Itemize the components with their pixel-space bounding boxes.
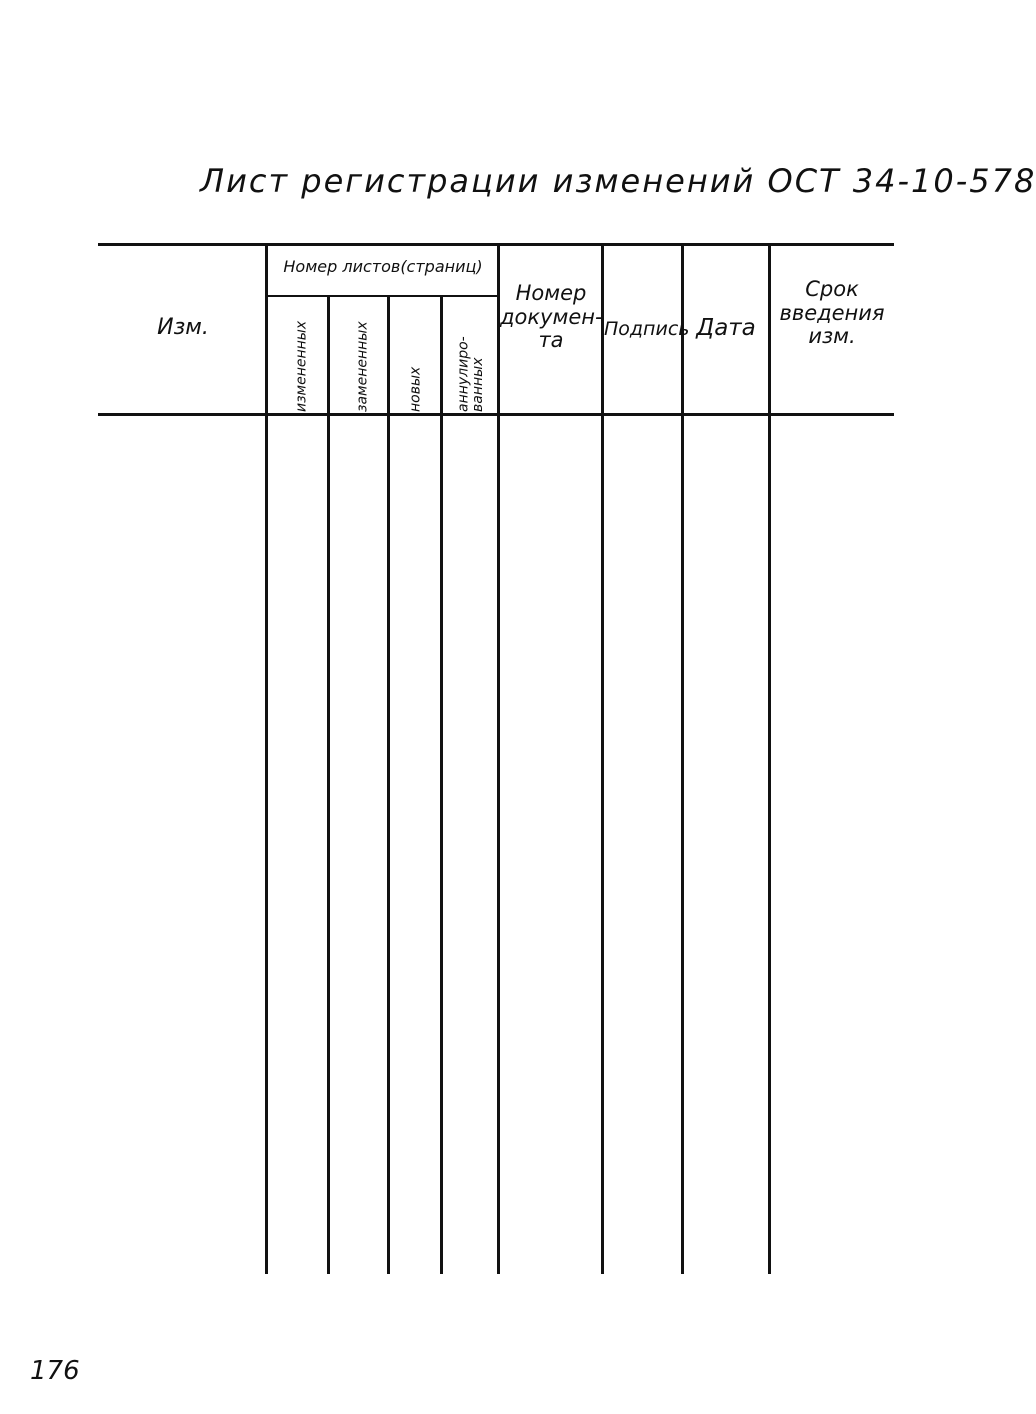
column-divider	[265, 245, 268, 1274]
column-divider	[768, 245, 771, 1274]
header-sheet-numbers-group: Номер листов(страниц)	[283, 257, 483, 276]
header-effective-date: Срок введения изм.	[779, 277, 885, 349]
header-new: новых	[407, 366, 424, 412]
header-replaced: замененных	[354, 321, 371, 412]
column-divider	[601, 245, 604, 1274]
document-title: Лист регистрации изменений ОСТ 34-10-578	[200, 162, 1036, 200]
header-izm: Изм.	[157, 315, 209, 340]
column-divider	[681, 245, 684, 1274]
header-date: Дата	[696, 315, 756, 341]
header-bottom-rule	[98, 413, 894, 416]
column-divider	[387, 296, 390, 1274]
table-top-rule	[98, 243, 894, 246]
header-document-number: Номер докумен-та	[500, 281, 603, 353]
column-divider	[440, 296, 443, 1274]
group-header-rule	[267, 295, 500, 297]
page-number: 176	[30, 1356, 80, 1386]
header-changed: измененных	[293, 320, 310, 412]
column-divider	[327, 296, 330, 1274]
header-cancelled: аннулиро- ванных	[455, 336, 486, 412]
header-signature: Подпись	[604, 318, 690, 340]
column-divider	[497, 245, 500, 1274]
